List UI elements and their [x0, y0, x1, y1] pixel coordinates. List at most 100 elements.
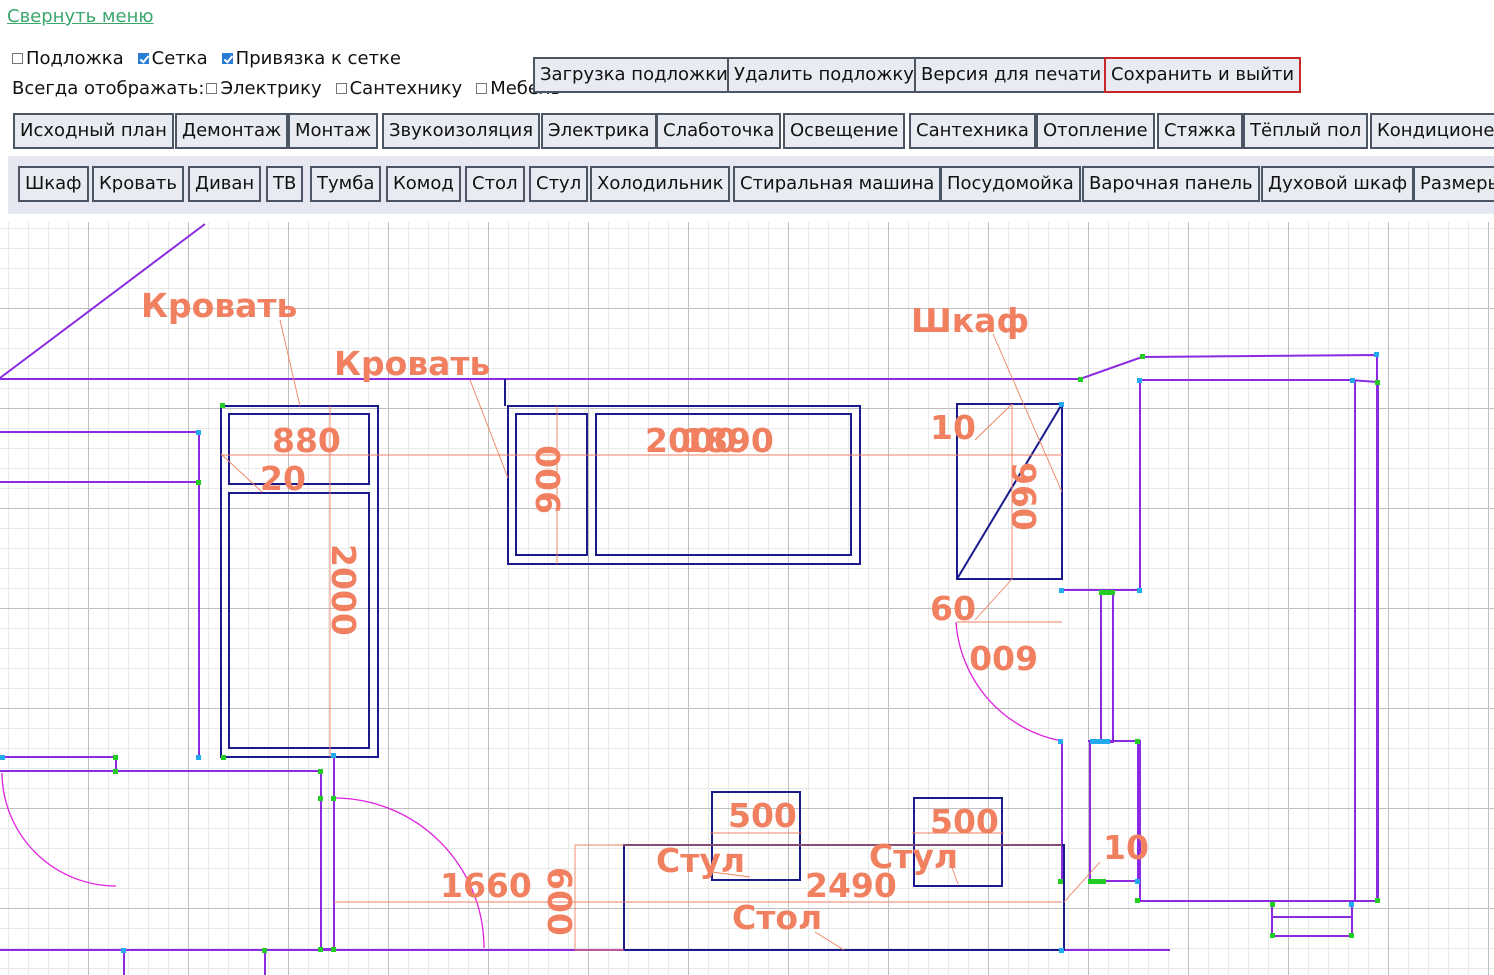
- add-bed-button[interactable]: Кровать: [92, 166, 184, 202]
- node: [1375, 380, 1380, 385]
- plan-labels: Кровать Кровать Шкаф Стул Стул Стол 880 …: [141, 286, 1149, 937]
- node: [1137, 378, 1142, 383]
- node: [113, 755, 118, 760]
- wardrobe-diagonal: [956, 403, 1063, 580]
- electrics-toggle[interactable]: Электрику: [206, 78, 322, 99]
- bed1-frame: [220, 405, 379, 758]
- dim-wardrobe-depth: 960: [1004, 462, 1043, 531]
- node: [1374, 352, 1379, 357]
- print-version-button[interactable]: Версия для печати: [914, 57, 1109, 93]
- chair1: [711, 791, 801, 881]
- tab-heating[interactable]: Отопление: [1036, 113, 1155, 149]
- dimensions-button[interactable]: Размеры: [1413, 166, 1494, 202]
- add-washer-button[interactable]: Стиральная машина: [733, 166, 942, 202]
- always-show-label: Всегда отображать:: [12, 78, 205, 99]
- electrics-checkbox[interactable]: [206, 83, 218, 94]
- always-show-row: Всегда отображать: Электрику Сантехнику …: [12, 78, 575, 99]
- tab-warm-floor[interactable]: Тёплый пол: [1243, 113, 1369, 149]
- grid-toggle[interactable]: Сетка: [137, 48, 208, 69]
- chair2: [913, 797, 1003, 887]
- dim-wardrobe-offset-top: 10: [930, 408, 976, 447]
- dim-bed1-width: 880: [272, 421, 341, 460]
- wall-right-inner: [1062, 380, 1141, 591]
- dim-table-length: 2490: [805, 866, 897, 905]
- node: [1090, 739, 1110, 744]
- delete-underlay-button[interactable]: Удалить подложку: [727, 57, 921, 93]
- add-tv-button[interactable]: ТВ: [266, 166, 304, 202]
- tab-source-plan[interactable]: Исходный план: [13, 113, 174, 149]
- label-table: Стол: [732, 898, 822, 937]
- add-dishwasher-button[interactable]: Посудомойка: [940, 166, 1081, 202]
- plumbing-checkbox[interactable]: [335, 83, 347, 94]
- node: [1270, 933, 1275, 938]
- tab-lighting[interactable]: Освещение: [783, 113, 906, 149]
- tab-screed[interactable]: Стяжка: [1157, 113, 1243, 149]
- door-arc-right: [955, 621, 1063, 742]
- tab-air-conditioning[interactable]: Кондиционер: [1370, 113, 1494, 149]
- add-dresser-button[interactable]: Комод: [386, 166, 461, 202]
- label-bed1: Кровать: [141, 286, 297, 325]
- tab-plumbing[interactable]: Сантехника: [909, 113, 1036, 149]
- add-chair-button[interactable]: Стул: [529, 166, 589, 202]
- node: [318, 796, 323, 801]
- tab-demolition[interactable]: Демонтаж: [175, 113, 289, 149]
- tab-low-current[interactable]: Слаботочка: [656, 113, 782, 149]
- snap-toggle[interactable]: Привязка к сетке: [221, 48, 401, 69]
- node: [318, 769, 323, 774]
- node: [1135, 739, 1140, 744]
- node: [331, 753, 336, 758]
- node: [331, 796, 336, 801]
- label-chair2: Стул: [869, 837, 958, 876]
- node: [1349, 933, 1354, 938]
- snap-checkbox[interactable]: [221, 53, 233, 64]
- node: [220, 403, 225, 408]
- add-table-button[interactable]: Стол: [465, 166, 525, 202]
- wall-right-room: [1088, 379, 1379, 902]
- save-exit-button[interactable]: Сохранить и выйти: [1104, 57, 1302, 93]
- electrics-label: Электрику: [220, 78, 322, 99]
- node: [1099, 590, 1115, 595]
- tab-electrics[interactable]: Электрика: [541, 113, 657, 149]
- wall-right-e: [1089, 742, 1139, 882]
- add-nightstand-button[interactable]: Тумба: [310, 166, 382, 202]
- node: [1088, 879, 1106, 884]
- plumbing-label: Сантехнику: [349, 78, 463, 99]
- tab-soundproofing[interactable]: Звукоизоляция: [382, 113, 541, 149]
- node: [1058, 739, 1063, 744]
- underlay-checkbox[interactable]: [12, 53, 23, 64]
- underlay-toggle[interactable]: Подложка: [12, 48, 124, 69]
- node: [1137, 588, 1142, 593]
- load-underlay-button[interactable]: Загрузка подложки: [533, 57, 735, 93]
- add-cooktop-button[interactable]: Варочная панель: [1082, 166, 1260, 202]
- wall-left-a: [0, 431, 200, 757]
- door-arc-left: [1, 772, 117, 887]
- node: [196, 755, 201, 760]
- floor-plan-canvas[interactable]: Кровать Кровать Шкаф Стул Стул Стол 880 …: [0, 222, 1494, 975]
- add-oven-button[interactable]: Духовой шкаф: [1261, 166, 1415, 202]
- node: [221, 755, 226, 760]
- snap-label: Привязка к сетке: [235, 48, 401, 69]
- add-sofa-button[interactable]: Диван: [188, 166, 262, 202]
- dim-bed1-length: 2000: [324, 544, 363, 636]
- dim-chair1: 500: [728, 796, 797, 835]
- add-wardrobe-button[interactable]: Шкаф: [18, 166, 89, 202]
- dim-gap-left: 1660: [440, 866, 532, 905]
- add-fridge-button[interactable]: Холодильник: [590, 166, 731, 202]
- bed2-frame: [507, 405, 861, 565]
- bed2-pillow: [515, 413, 588, 556]
- node: [1059, 402, 1064, 407]
- node: [0, 755, 5, 760]
- plumbing-toggle[interactable]: Сантехнику: [335, 78, 463, 99]
- node: [1059, 948, 1064, 953]
- furniture-checkbox[interactable]: [476, 83, 488, 94]
- wall-left-c: [0, 756, 117, 772]
- collapse-menu-link[interactable]: Свернуть меню: [7, 6, 154, 27]
- dim-chair2: 500: [930, 802, 999, 841]
- label-wardrobe: Шкаф: [911, 301, 1029, 340]
- node: [1349, 902, 1354, 907]
- tab-installation[interactable]: Монтаж: [288, 113, 379, 149]
- grid-checkbox[interactable]: [137, 53, 149, 64]
- bed2-mattress: [595, 413, 852, 556]
- wall-bottom-right: [1271, 901, 1353, 937]
- node: [1058, 879, 1063, 884]
